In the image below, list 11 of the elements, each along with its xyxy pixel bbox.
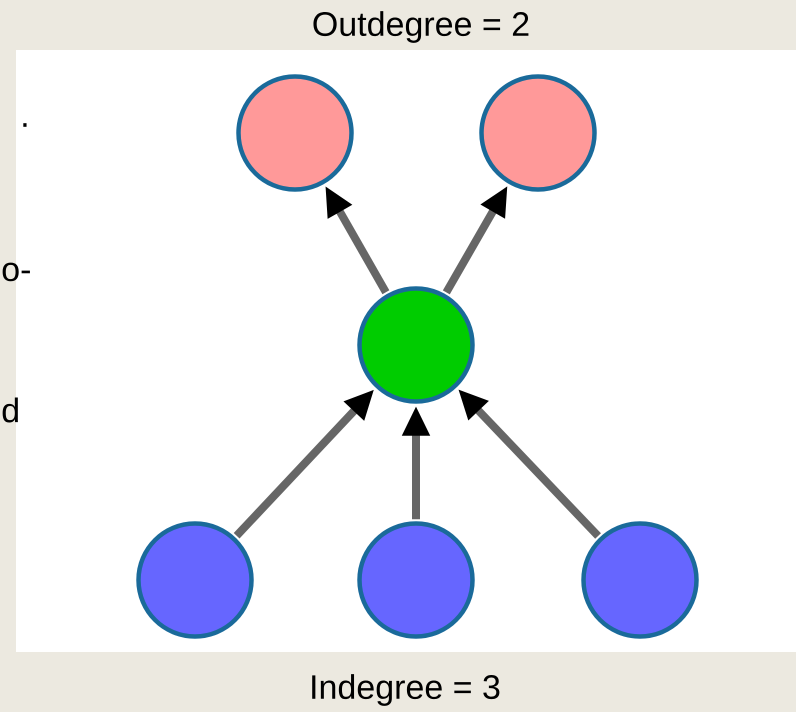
label-text: o- <box>2 262 30 282</box>
node-circle <box>357 521 475 639</box>
label-text: . <box>23 123 27 127</box>
node-circle <box>236 74 354 192</box>
label-text: Outdegree = 2 <box>313 11 528 43</box>
node-circle <box>581 521 699 639</box>
node-circle <box>136 521 254 639</box>
node-circle <box>479 74 597 192</box>
label-text: Indegree = 3 <box>312 674 500 706</box>
node-circle <box>357 286 475 404</box>
label-text: d <box>2 398 18 422</box>
